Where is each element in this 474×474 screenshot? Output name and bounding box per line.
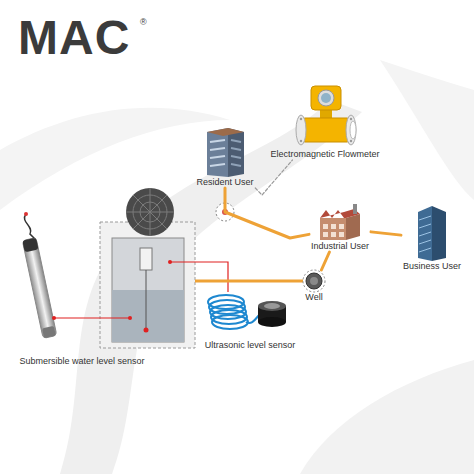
device-node: Ultrasonic level sensor [203,288,298,351]
background-swirl [0,60,474,474]
registered-mark: ® [140,18,147,27]
water-pipe [225,188,309,238]
resident-building [207,128,244,177]
device-label: Well [303,292,325,303]
tank [100,222,195,348]
logo-text: MAC [18,14,130,62]
device-node: Well [301,270,327,303]
icon-area [290,85,360,149]
device-label: Submersible water level sensor [19,356,144,367]
water-pipe [321,252,329,270]
icon-area [318,205,362,241]
icon-area [52,232,112,356]
radar-dish [126,188,174,236]
device-node: Industrial User [309,205,371,252]
device-label: Industrial User [311,241,369,252]
water-pipe [371,232,401,235]
submersible-probe [22,212,56,338]
icon-area [303,270,325,292]
well-symbol [303,270,325,292]
water-pipe [195,280,303,283]
device-node: Electromagnetic Flowmeter [268,85,381,160]
business-tower [418,206,446,261]
device-label: Business User [403,261,461,272]
icon-area [417,205,447,261]
device-label: Resident User [196,177,253,188]
flowmeter [296,86,356,145]
factory-building [320,204,360,240]
device-label: Electromagnetic Flowmeter [270,149,379,160]
device-label: Ultrasonic level sensor [205,340,296,351]
device-node: Resident User [194,125,255,188]
device-node: Submersible water level sensor [17,232,146,367]
icon-area [205,125,245,177]
signal-line [255,160,292,195]
device-node: Business User [401,205,463,272]
ultrasonic-sensor [208,295,286,329]
icon-area [205,288,295,340]
leader-line [52,260,228,320]
